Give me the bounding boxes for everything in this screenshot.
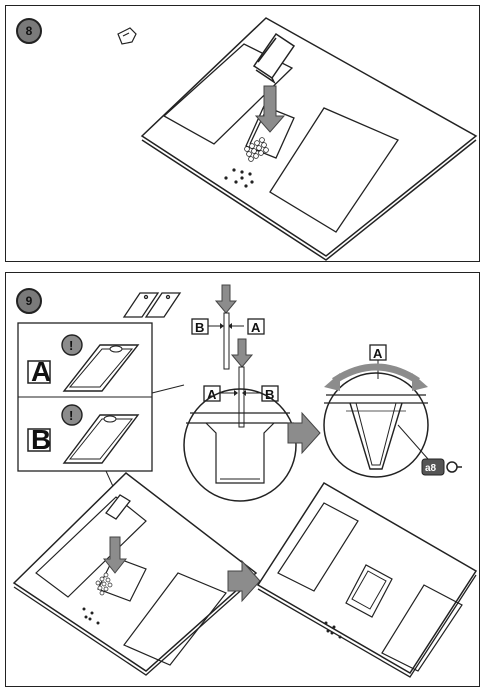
filter-grid [244,137,269,162]
mounting-clip-icon [117,27,137,45]
cooking-zone-right [269,107,399,233]
svg-text:B: B [265,387,274,402]
fitted-detail: A a8 [323,344,462,478]
cooktop [140,17,478,261]
right-arrow-icon [227,559,261,603]
step-8-number: 8 [16,18,42,44]
down-arrow-icon [254,85,286,133]
option-b-label: B [31,424,51,455]
control-panel-dots [224,168,254,188]
step-9-number: 9 [16,288,42,314]
svg-text:A: A [251,320,261,335]
cooking-zone-left [162,43,294,145]
svg-text:B: B [195,320,204,335]
right-arrow-icon [287,411,321,455]
wrench-icon [446,461,462,473]
svg-text:A: A [207,387,217,402]
tool-label: a8 [425,463,437,474]
step-8-panel: 8 [5,5,480,262]
svg-text:!: ! [69,408,73,423]
cooktop-before [12,472,258,676]
inset-options: A B ! ! [17,322,153,472]
down-arrow-icon [214,284,238,314]
extractor-lid [252,32,296,85]
svg-text:!: ! [69,338,73,353]
cross-section-detail: B A A B [183,284,297,502]
step-8-illustration [117,17,478,261]
mounting-clips-icon [122,292,182,318]
step-9-panel: 9 A B ! [5,272,480,687]
caution-icon: ! [61,404,83,426]
svg-text:A: A [373,346,383,361]
cooktop-after [256,481,478,678]
down-arrow-icon [230,338,254,368]
down-arrow-icon [102,536,128,574]
option-a-label: A [31,356,51,387]
step-9-illustration: A B ! ! [12,284,478,678]
caution-icon: ! [61,334,83,356]
